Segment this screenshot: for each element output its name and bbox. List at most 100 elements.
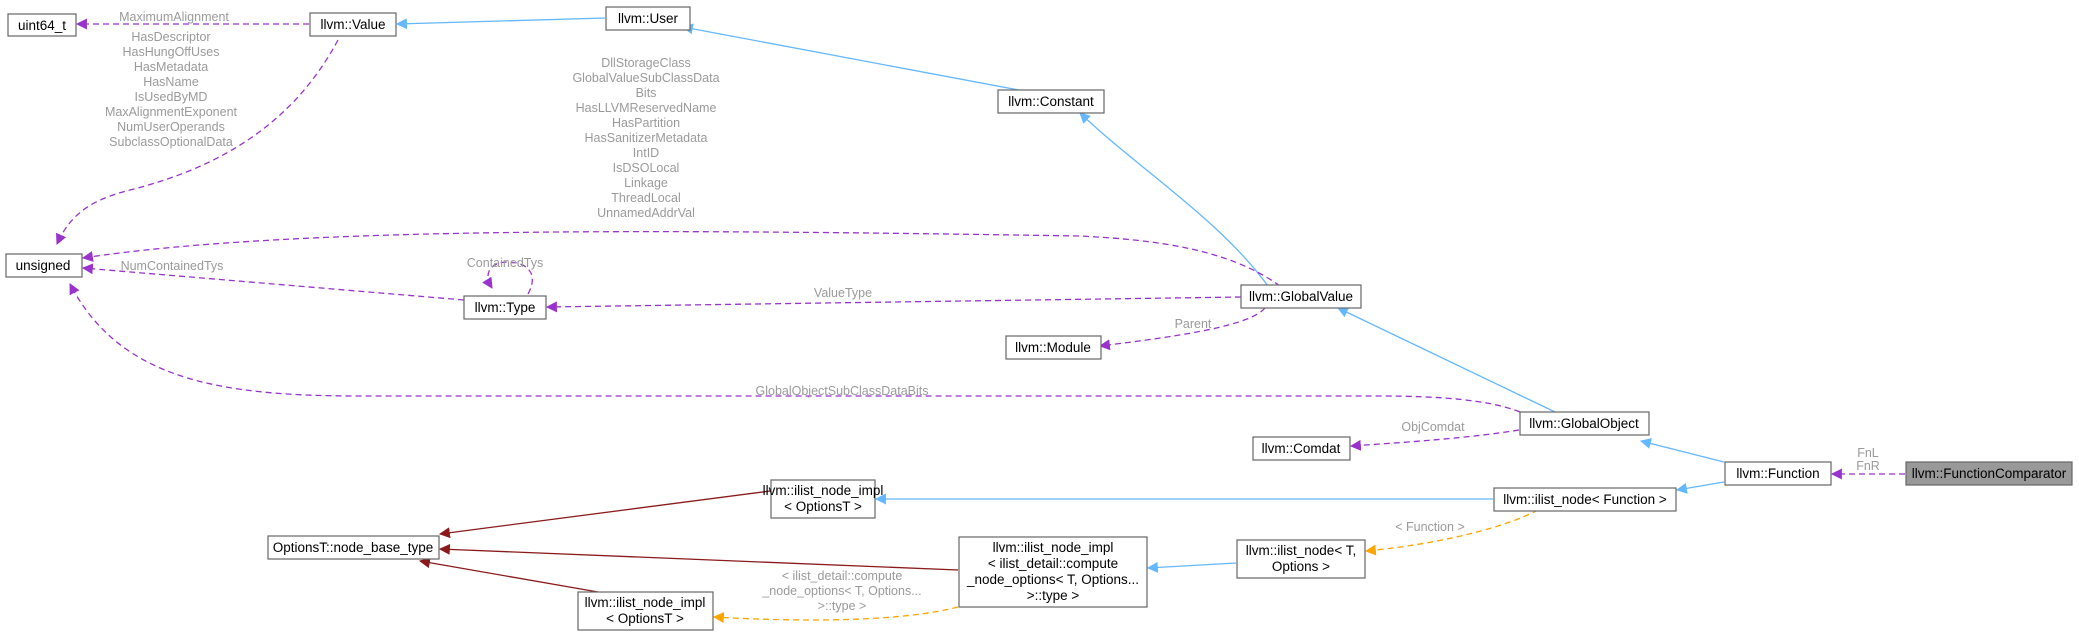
svg-text:llvm::ilist_node_impl< Options: llvm::ilist_node_impl< OptionsT > xyxy=(763,483,884,514)
text-line: _node_options< T, Options... xyxy=(761,584,921,598)
svg-text:llvm::FunctionComparator: llvm::FunctionComparator xyxy=(1912,466,2067,481)
edge-type-contained xyxy=(482,261,533,295)
edges xyxy=(56,17,1905,624)
node-ilist-node-impl-compute[interactable]: llvm::ilist_node_impl< ilist_detail::com… xyxy=(958,536,1148,608)
text-line: unsigned xyxy=(16,258,71,273)
edge-ilistimpl3-to-nodebase xyxy=(418,557,599,593)
node-llvm-type[interactable]: llvm::Type xyxy=(463,295,547,320)
svg-text:llvm::ilist_node_impl< Options: llvm::ilist_node_impl< OptionsT > xyxy=(585,595,706,626)
edge-function-to-ilistnodefn xyxy=(1675,481,1725,494)
edge-ilistimpl2-to-ilistimpl3 xyxy=(712,606,959,624)
text-line: llvm::GlobalValue xyxy=(1249,289,1353,304)
svg-text:llvm::GlobalValue: llvm::GlobalValue xyxy=(1249,289,1353,304)
text-line: DllStorageClass xyxy=(601,56,691,70)
text-line: >::type > xyxy=(1027,588,1080,603)
edge-globalvalue-to-unsigned xyxy=(81,230,1281,287)
text-line: HasName xyxy=(143,75,199,89)
svg-text:llvm::ilist_node< T,Options >: llvm::ilist_node< T,Options > xyxy=(1246,543,1356,574)
text-line: llvm::Function xyxy=(1736,466,1819,481)
node-ilist-node-impl-optionst-2[interactable]: llvm::ilist_node_impl< OptionsT > xyxy=(577,591,714,631)
node-llvm-globalobject[interactable]: llvm::GlobalObject xyxy=(1519,411,1650,436)
text-line: Bits xyxy=(636,86,657,100)
text-line: llvm::Constant xyxy=(1008,94,1094,109)
node-llvm-value[interactable]: llvm::Value xyxy=(309,12,397,37)
edge-globalobject-to-unsigned xyxy=(69,283,1521,413)
text-line: >::type > xyxy=(818,599,867,613)
text-line: HasHungOffUses xyxy=(122,45,219,59)
text-line: llvm::ilist_node_impl xyxy=(993,540,1114,555)
node-llvm-user[interactable]: llvm::User xyxy=(605,6,691,31)
text-line: ValueType xyxy=(814,286,872,300)
text-line: < OptionsT > xyxy=(606,611,684,626)
text-line: GlobalObjectSubClassDataBits xyxy=(756,384,929,398)
text-line: llvm::ilist_node_impl xyxy=(585,595,706,610)
label-contained-tys: ContainedTys xyxy=(467,256,543,270)
svg-text:uint64_t: uint64_t xyxy=(18,18,66,33)
node-unsigned[interactable]: unsigned xyxy=(5,253,83,278)
text-line: HasSanitizerMetadata xyxy=(585,131,708,145)
node-llvm-constant[interactable]: llvm::Constant xyxy=(997,89,1105,114)
edge-ilistnodeT-to-ilistimpl2 xyxy=(1146,561,1237,573)
text-line: ThreadLocal xyxy=(611,191,681,205)
text-line: llvm::User xyxy=(618,11,679,26)
svg-text:llvm::Function: llvm::Function xyxy=(1736,466,1819,481)
svg-text:llvm::GlobalObject: llvm::GlobalObject xyxy=(1529,416,1639,431)
text-line: UnnamedAddrVal xyxy=(597,206,695,220)
svg-text:llvm::User: llvm::User xyxy=(618,11,679,26)
text-line: < OptionsT > xyxy=(784,499,862,514)
node-uint64-t[interactable]: uint64_t xyxy=(7,13,77,37)
text-line: HasMetadata xyxy=(134,60,208,74)
svg-text:llvm::Value: llvm::Value xyxy=(320,17,385,32)
text-line: Linkage xyxy=(624,176,668,190)
edge-ilistimpl2-to-nodebase xyxy=(438,543,959,571)
svg-text:llvm::Constant: llvm::Constant xyxy=(1008,94,1094,109)
svg-text:llvm::Comdat: llvm::Comdat xyxy=(1262,441,1341,456)
svg-text:llvm::Module: llvm::Module xyxy=(1015,340,1091,355)
label-num-contained: NumContainedTys xyxy=(121,259,224,273)
svg-text:llvm::Type: llvm::Type xyxy=(475,300,536,315)
text-line: IsUsedByMD xyxy=(135,90,208,104)
text-line: llvm::Comdat xyxy=(1262,441,1341,456)
node-ilist-node-function[interactable]: llvm::ilist_node< Function > xyxy=(1493,487,1677,512)
node-llvm-globalvalue[interactable]: llvm::GlobalValue xyxy=(1240,284,1362,309)
text-line: MaxAlignmentExponent xyxy=(105,105,238,119)
text-line: Parent xyxy=(1175,317,1212,331)
label-parent: Parent xyxy=(1175,317,1212,331)
text-line: OptionsT::node_base_type xyxy=(273,540,434,555)
text-line: NumUserOperands xyxy=(117,120,225,134)
text-line: < ilist_detail::compute xyxy=(782,569,903,583)
text-line: llvm::ilist_node< Function > xyxy=(1503,492,1667,507)
edge-globalobject-to-comdat xyxy=(1349,429,1520,451)
text-line: llvm::Type xyxy=(475,300,536,315)
edge-constant-to-user xyxy=(681,23,1025,92)
text-line: FnL xyxy=(1857,446,1879,460)
edge-ilistimpl1-to-nodebase xyxy=(438,490,771,539)
text-line: < ilist_detail::compute xyxy=(988,556,1118,571)
label-max-alignment: MaximumAlignment xyxy=(119,10,229,24)
node-llvm-function[interactable]: llvm::Function xyxy=(1724,461,1832,486)
edge-ilistnodefn-to-ilistnodeT xyxy=(1364,509,1539,556)
text-line: llvm::ilist_node< T, xyxy=(1246,543,1356,558)
text-line: _node_options< T, Options... xyxy=(966,572,1139,587)
node-ilist-node-impl-optionst[interactable]: llvm::ilist_node_impl< OptionsT > xyxy=(763,479,884,519)
label-value-type: ValueType xyxy=(814,286,872,300)
text-line: llvm::GlobalObject xyxy=(1529,416,1639,431)
text-line: HasPartition xyxy=(612,116,680,130)
text-line: IsDSOLocal xyxy=(613,161,680,175)
text-line: IntID xyxy=(633,146,659,160)
label-tpl-compute: < ilist_detail::compute_node_options< T,… xyxy=(761,569,921,613)
edge-value-to-unsigned xyxy=(56,39,339,246)
node-llvm-comdat[interactable]: llvm::Comdat xyxy=(1252,436,1351,461)
edge-globalvalue-to-type xyxy=(545,296,1242,313)
nodes: uint64_t llvm::Value llvm::User llvm::Co… xyxy=(5,6,2073,631)
text-line: NumContainedTys xyxy=(121,259,224,273)
node-llvm-functioncomparator[interactable]: llvm::FunctionComparator xyxy=(1905,461,2073,486)
text-line: GlobalValueSubClassData xyxy=(572,71,719,85)
node-optionst-node-base-type[interactable]: OptionsT::node_base_type xyxy=(267,535,440,560)
node-llvm-module[interactable]: llvm::Module xyxy=(1005,335,1102,360)
node-ilist-node-t-options[interactable]: llvm::ilist_node< T,Options > xyxy=(1236,539,1366,579)
text-line: FnR xyxy=(1856,459,1880,473)
